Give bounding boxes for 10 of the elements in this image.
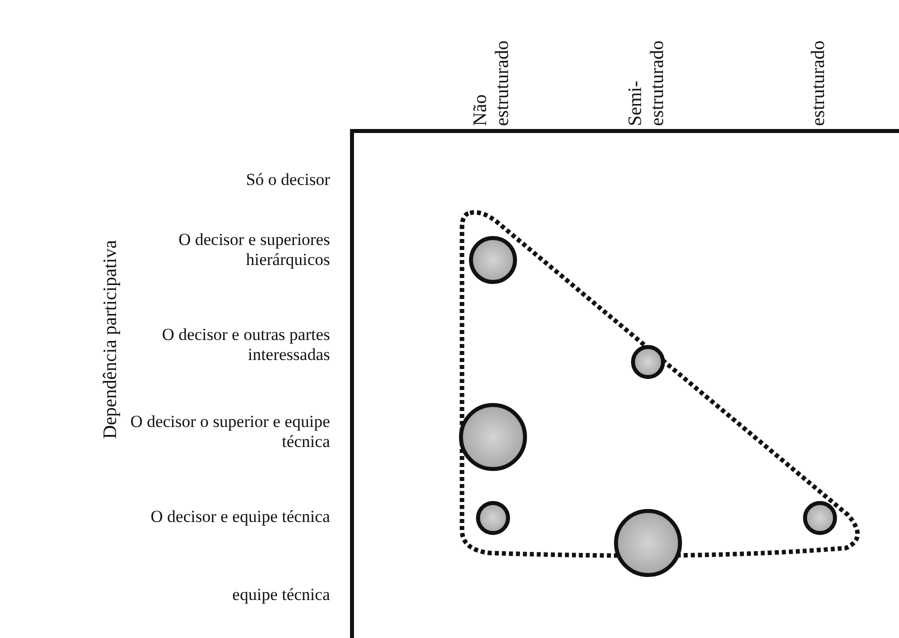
axis-title: Dependência participativa <box>100 240 122 439</box>
column-header: Não estruturado <box>470 40 514 126</box>
column-header: Semi- estruturado <box>625 40 669 126</box>
row-label: O decisor e outras partes interessadas <box>160 325 330 365</box>
row-label: equipe técnica <box>231 585 330 605</box>
row-label: Só o decisor <box>244 170 330 190</box>
row-label: O decisor e equipe técnica <box>150 507 330 527</box>
row-label: O decisor e superiores hierárquicos <box>177 230 330 270</box>
row-label: O decisor o superior e equipe técnica <box>130 412 330 452</box>
column-header: estruturado <box>808 40 830 126</box>
